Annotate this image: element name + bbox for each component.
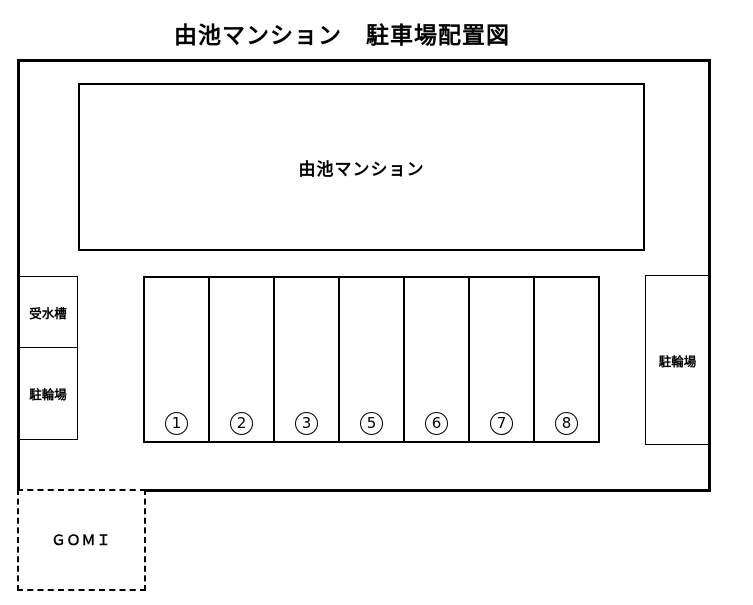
parking-space-6: 6 [405, 278, 470, 441]
space-number-badge: 2 [230, 412, 253, 435]
space-number: 6 [431, 414, 442, 432]
parking-space-5: 5 [340, 278, 405, 441]
water-tank-box: 受水槽 [19, 277, 77, 348]
space-number: 5 [366, 414, 377, 432]
garbage-area-box: ＧＯＭＩ [17, 489, 146, 591]
space-number: 2 [236, 414, 247, 432]
space-number: 1 [171, 414, 182, 432]
parking-spaces-row: 1 2 3 5 6 7 8 [143, 276, 600, 443]
parking-space-8: 8 [535, 278, 598, 441]
garbage-area-label: ＧＯＭＩ [51, 533, 112, 549]
bicycle-parking-left-label: 駐輪場 [29, 387, 67, 402]
space-number-badge: 5 [360, 412, 383, 435]
space-number-badge: 1 [165, 412, 188, 435]
space-number-badge: 8 [555, 412, 578, 435]
building-label: 由池マンション [298, 159, 425, 180]
space-number-badge: 7 [490, 412, 513, 435]
parking-space-2: 2 [210, 278, 275, 441]
bicycle-parking-right-label: 駐輪場 [658, 353, 697, 369]
parking-space-3: 3 [275, 278, 340, 441]
left-utility-column: 受水槽 駐輪場 [18, 276, 78, 440]
space-number-badge: 6 [425, 412, 448, 435]
bicycle-parking-left-box: 駐輪場 [19, 348, 77, 439]
site-boundary-bottom-edge [143, 489, 711, 492]
space-number-badge: 3 [295, 412, 318, 435]
parking-space-1: 1 [145, 278, 210, 441]
bicycle-parking-right-box: 駐輪場 [645, 275, 710, 445]
building-block: 由池マンション [78, 83, 645, 251]
space-number: 3 [301, 414, 312, 432]
parking-space-7: 7 [470, 278, 535, 441]
diagram-title: 由池マンション 駐車場配置図 [174, 23, 510, 49]
water-tank-label: 受水槽 [29, 305, 67, 321]
space-number: 7 [496, 414, 507, 432]
space-number: 8 [561, 414, 572, 432]
